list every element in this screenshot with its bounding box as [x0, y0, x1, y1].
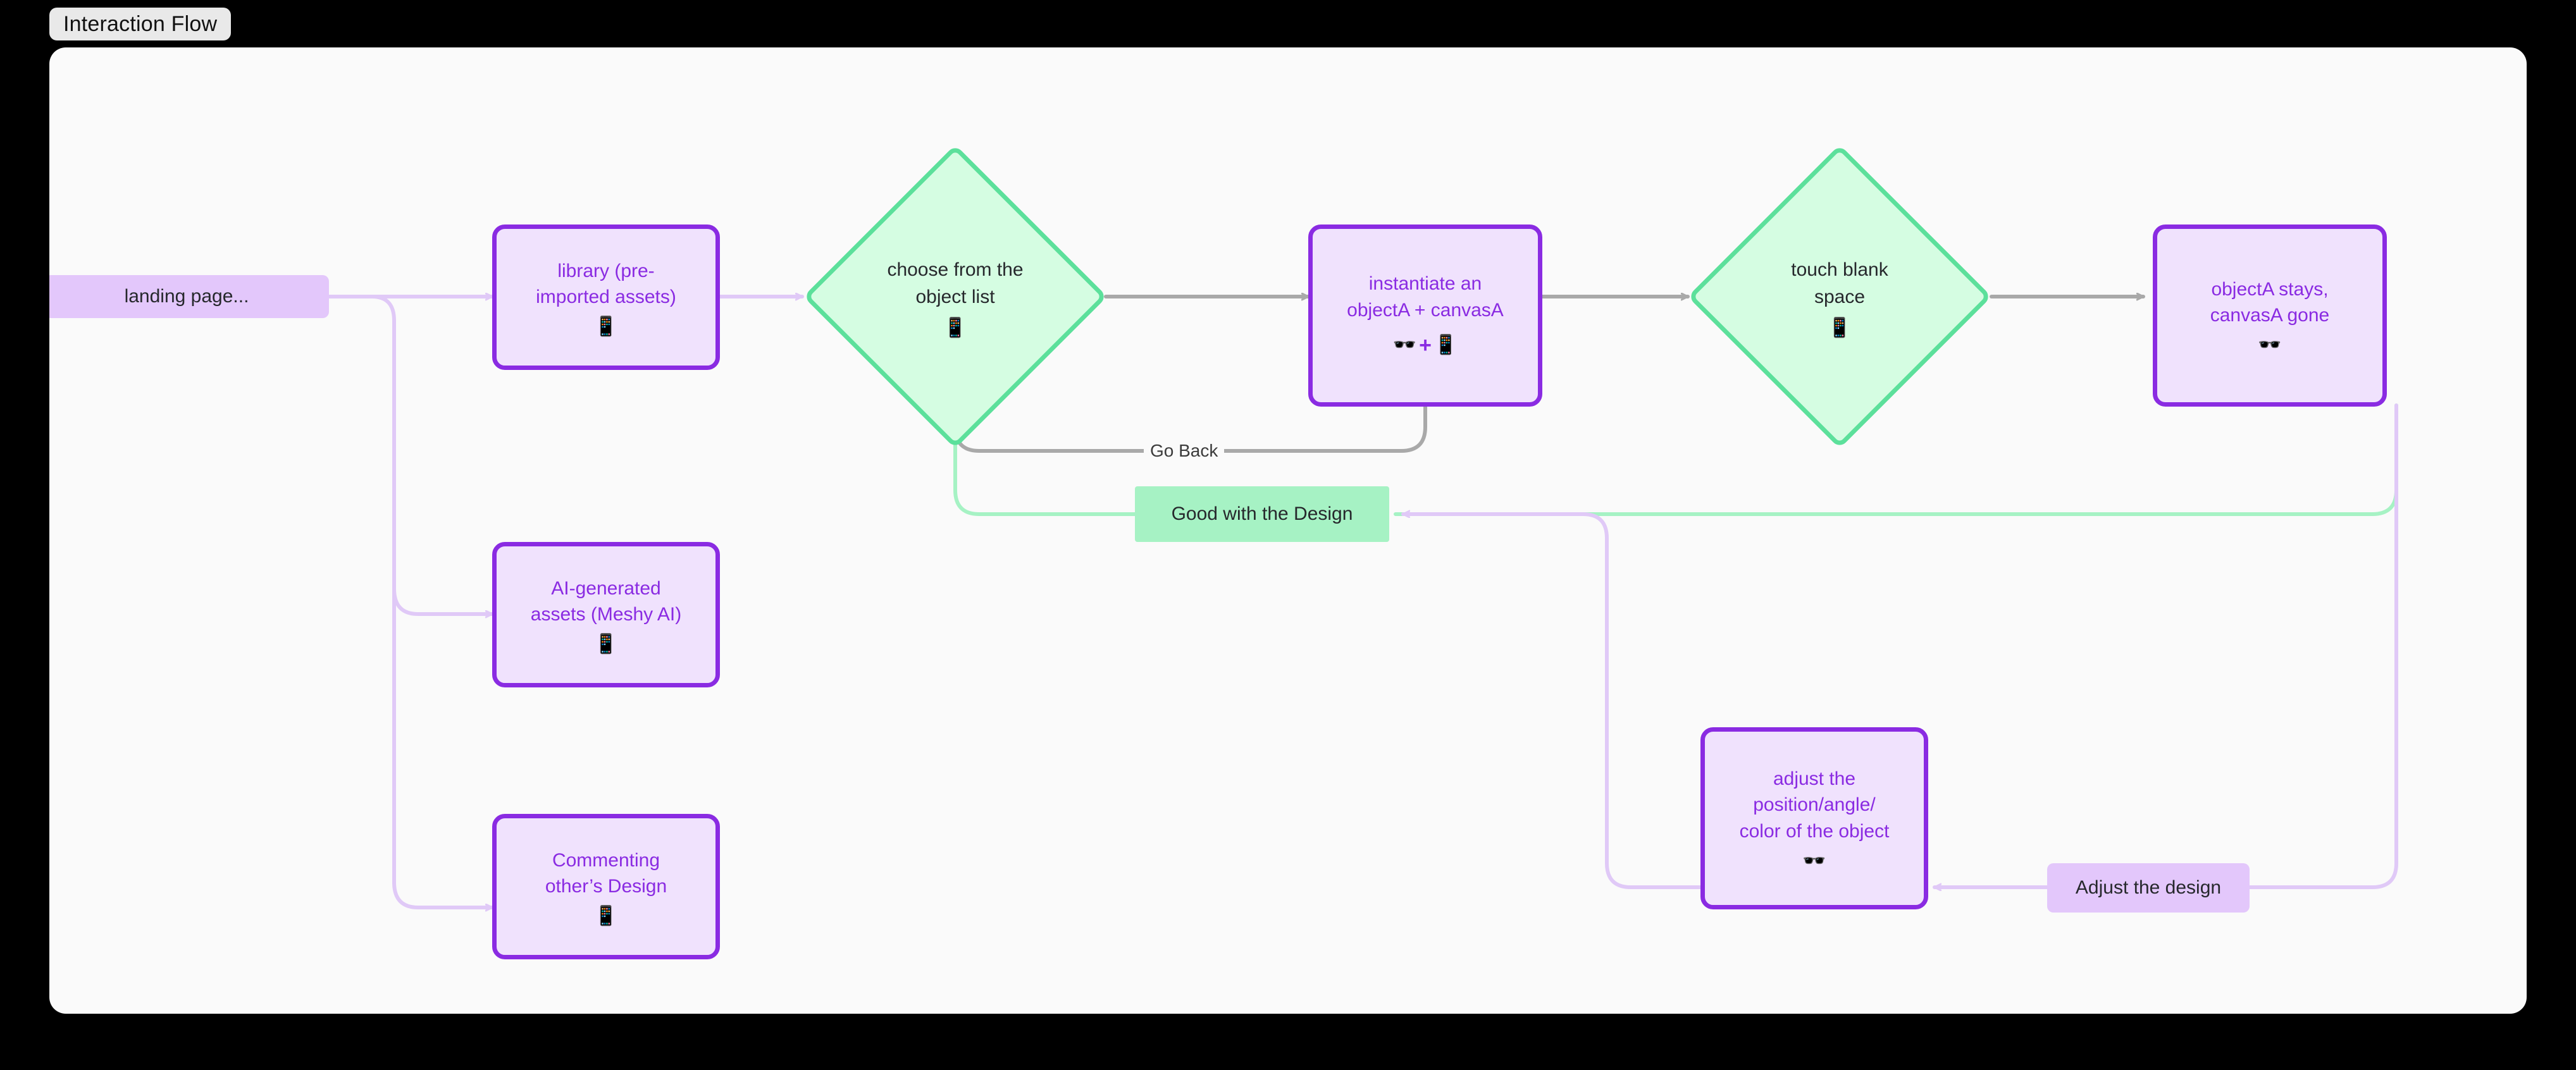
node-adjust-object-line2: position/angle/	[1753, 794, 1876, 816]
sunglasses-icon: 🕶️	[2258, 335, 2282, 356]
node-commenting[interactable]: Commenting other’s Design 📱	[492, 814, 720, 959]
node-adjust-design[interactable]: Adjust the design	[2047, 863, 2250, 913]
node-ai-assets-line1: AI-generated	[551, 577, 661, 599]
node-instantiate[interactable]: instantiate an objectA + canvasA 🕶️ + 📱	[1308, 224, 1542, 407]
node-landing-page[interactable]: landing page...	[49, 275, 329, 318]
node-adjust-design-label: Adjust the design	[2075, 877, 2222, 898]
node-choose-object-list[interactable]: choose from the object list 📱	[803, 144, 1108, 449]
node-commenting-line1: Commenting	[552, 849, 660, 871]
node-library[interactable]: library (pre- imported assets) 📱	[492, 224, 720, 370]
edge-landing-to-commenting	[392, 319, 494, 907]
node-library-line2: imported assets)	[536, 286, 676, 307]
edge-objectstays-to-adjustdesign	[2224, 403, 2398, 889]
node-library-line1: library (pre-	[557, 260, 655, 281]
edge-label-go-back: Go Back	[1144, 441, 1225, 461]
sunglasses-icon: 🕶️	[1802, 851, 1826, 872]
edge-adjustobject-to-good	[1401, 514, 1702, 889]
edge-objectstays-to-good	[1394, 403, 2398, 516]
window-tab-interaction-flow[interactable]: Interaction Flow	[49, 8, 232, 40]
edge-good-to-choose	[955, 411, 1139, 516]
edge-layer	[328, 47, 2398, 1014]
node-instantiate-icons: 🕶️ + 📱	[1393, 331, 1458, 360]
mobile-phone-icon: 📱	[594, 906, 618, 927]
node-ai-assets-line2: assets (Meshy AI)	[530, 604, 682, 625]
decision-diamond-shape	[1687, 144, 1992, 449]
node-adjust-object[interactable]: adjust the position/angle/ color of the …	[1700, 727, 1928, 909]
mobile-phone-icon: 📱	[594, 316, 618, 338]
node-landing-page-label: landing page...	[124, 286, 249, 307]
mobile-phone-icon: 📱	[594, 634, 618, 655]
node-object-stays[interactable]: objectA stays, canvasA gone 🕶️	[2153, 224, 2387, 407]
decision-diamond-shape	[803, 144, 1108, 449]
sunglasses-icon: 🕶️	[1392, 335, 1417, 356]
window-tab-label: Interaction Flow	[63, 11, 218, 36]
node-commenting-line2: other’s Design	[545, 876, 667, 897]
node-object-stays-line1: objectA stays,	[2211, 278, 2329, 300]
node-adjust-object-line3: color of the object	[1739, 820, 1890, 842]
node-instantiate-line1: instantiate an	[1368, 273, 1482, 295]
flow-canvas[interactable]: landing page... library (pre- imported a…	[49, 47, 2527, 1014]
node-instantiate-line2: objectA + canvasA	[1347, 299, 1504, 321]
node-touch-blank-space[interactable]: touch blank space 📱	[1687, 144, 1992, 449]
plus-icon: +	[1419, 333, 1432, 357]
edge-landing-to-ai-assets	[328, 295, 494, 614]
node-good-with-design-label: Good with the Design	[1171, 503, 1353, 524]
node-good-with-design[interactable]: Good with the Design	[1135, 486, 1389, 542]
node-adjust-object-line1: adjust the	[1773, 768, 1856, 789]
node-object-stays-line2: canvasA gone	[2210, 305, 2330, 326]
node-ai-assets[interactable]: AI-generated assets (Meshy AI) 📱	[492, 542, 720, 687]
mobile-phone-icon: 📱	[1434, 335, 1458, 356]
